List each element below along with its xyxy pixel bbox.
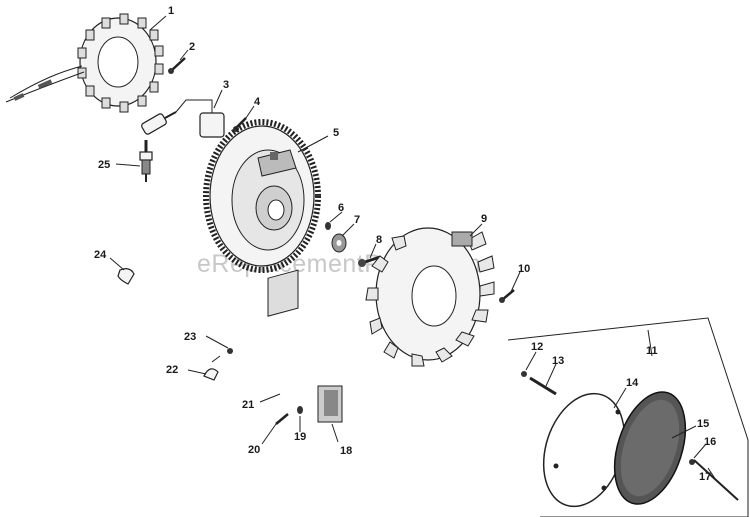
callout-18: 18 xyxy=(340,445,352,457)
clamp-22-part xyxy=(203,355,221,381)
callout-4: 4 xyxy=(254,96,261,108)
flywheel-part xyxy=(203,119,321,273)
nut-23-part xyxy=(227,348,233,354)
nut-7-part xyxy=(331,233,347,253)
callout-2: 2 xyxy=(189,41,195,53)
stator-part xyxy=(5,13,164,113)
callout-10: 10 xyxy=(518,263,530,275)
screen-15-part xyxy=(613,391,687,505)
screen-kit-frame xyxy=(507,317,749,517)
callout-13: 13 xyxy=(552,355,564,367)
ignition-module-part xyxy=(141,99,225,138)
rectifier-18-part xyxy=(317,385,343,423)
screw-10-part xyxy=(499,289,515,303)
callout-7: 7 xyxy=(354,214,360,226)
callout-labels: 1 2 3 4 5 6 7 8 9 10 11 12 13 14 15 16 1… xyxy=(94,5,716,483)
callout-17: 17 xyxy=(699,471,711,483)
callout-19: 19 xyxy=(294,431,306,443)
spark-plug-part xyxy=(139,140,153,182)
screw-17-part xyxy=(689,459,739,501)
callout-21: 21 xyxy=(242,399,254,411)
callout-16: 16 xyxy=(704,436,716,448)
callout-3: 3 xyxy=(223,79,229,91)
callout-20: 20 xyxy=(248,444,260,456)
leader-lines xyxy=(109,15,717,481)
callout-8: 8 xyxy=(376,234,382,246)
clip-24-part xyxy=(117,268,135,285)
cooling-fan-part xyxy=(365,227,495,367)
bracket-21-part xyxy=(267,269,299,317)
callout-5: 5 xyxy=(333,127,339,139)
callout-11: 11 xyxy=(646,345,658,357)
pin-13-part xyxy=(521,371,557,396)
screw-2-part xyxy=(168,57,186,74)
screw-20-part xyxy=(275,413,289,425)
callout-24: 24 xyxy=(94,249,107,261)
bolt-8-part xyxy=(358,255,381,267)
callout-12: 12 xyxy=(531,341,543,353)
callout-15: 15 xyxy=(697,418,709,430)
callout-1: 1 xyxy=(168,5,174,17)
callout-25: 25 xyxy=(98,159,110,171)
washer-6-part xyxy=(325,222,331,230)
callout-22: 22 xyxy=(166,364,178,376)
callout-6: 6 xyxy=(338,202,344,214)
callout-9: 9 xyxy=(481,213,487,225)
washer-19-part xyxy=(297,406,303,414)
callout-14: 14 xyxy=(626,377,639,389)
callout-23: 23 xyxy=(184,331,196,343)
